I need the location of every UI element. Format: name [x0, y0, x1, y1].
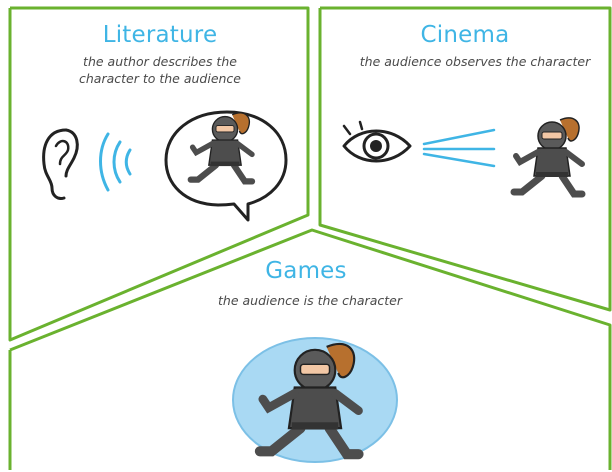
sound-waves-icon	[99, 132, 132, 192]
games-title: Games	[265, 258, 347, 284]
literature-caption-line-2: character to the audience	[78, 71, 241, 86]
literature-title: Literature	[102, 22, 218, 48]
eye-icon	[342, 120, 412, 163]
ninja-character-icon	[254, 342, 364, 460]
literature-caption-line-1: the author describes the	[83, 54, 237, 69]
cinema-title: Cinema	[420, 22, 510, 48]
cinema-frame	[318, 6, 612, 312]
literature-frame	[8, 6, 310, 342]
games-frame	[9, 228, 612, 470]
cinema-caption: the audience observes the character	[359, 54, 591, 69]
ninja-character-icon	[510, 117, 586, 198]
games-caption: the audience is the character	[218, 293, 402, 308]
sight-lines-icon	[422, 128, 496, 168]
literature-caption: the author describes the character to th…	[40, 53, 280, 87]
ear-icon	[42, 128, 79, 200]
ninja-character-icon	[187, 112, 256, 185]
